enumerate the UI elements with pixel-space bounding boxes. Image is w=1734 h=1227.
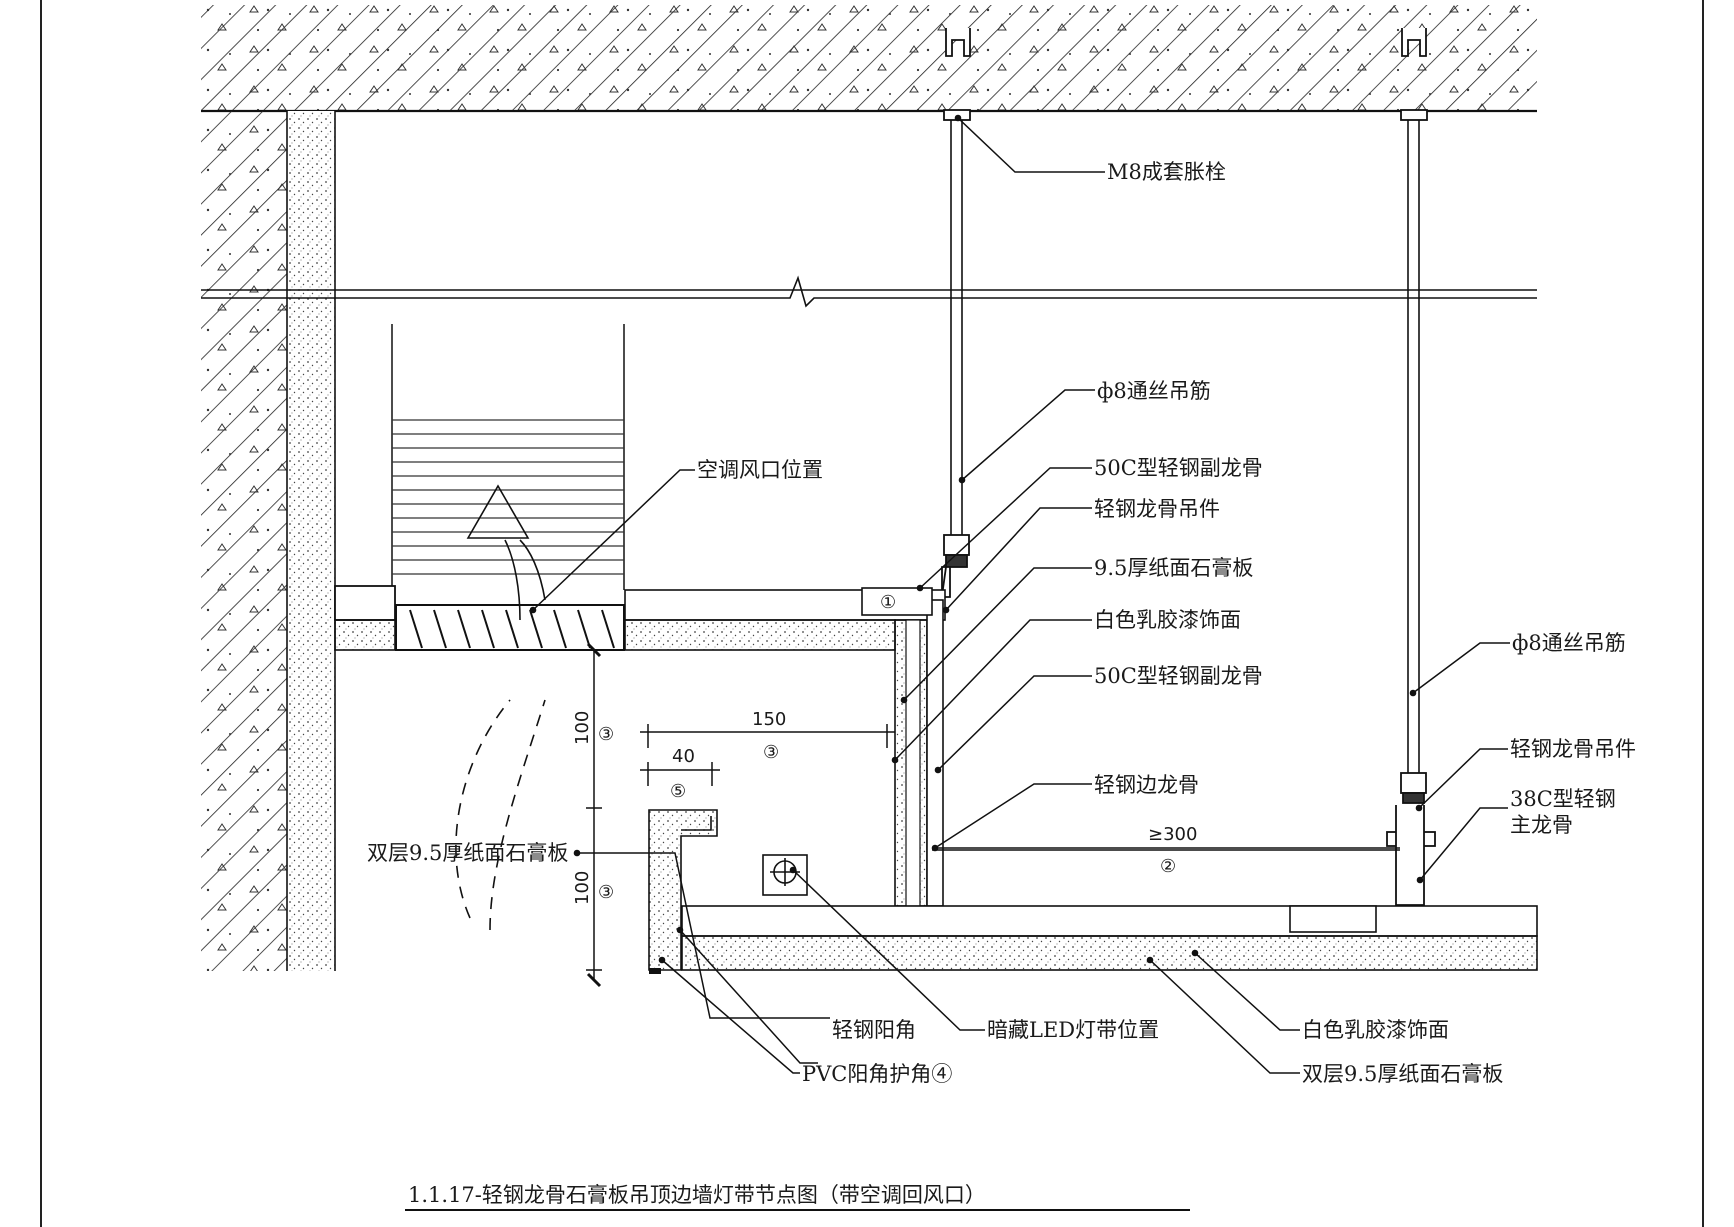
hanger-rod-left xyxy=(950,120,963,535)
vent-louvre xyxy=(529,609,543,649)
label-sub-keel-1: 50C型轻钢副龙骨 xyxy=(1094,456,1263,480)
ac-vent-grille xyxy=(395,604,625,651)
label-hanger-1: 轻钢龙骨吊件 xyxy=(1094,497,1220,521)
dim-150: 150 xyxy=(752,709,786,730)
dim-300: ≥300 xyxy=(1148,824,1197,845)
label-gypsum-95: 9.5厚纸面石膏板 xyxy=(1094,556,1253,580)
dim-100-top: 100 xyxy=(572,711,593,745)
light-trough xyxy=(648,809,718,974)
vent-louvre xyxy=(409,609,423,649)
drawing-title: 1.1.17-轻钢龙骨石膏板吊顶边墙灯带节点图（带空调回风口） xyxy=(408,1183,986,1207)
marker-3c: ③ xyxy=(598,882,614,903)
vent-louvre xyxy=(433,609,447,649)
marker-1: ① xyxy=(880,592,896,613)
marker-1-box: ① xyxy=(861,587,933,616)
marker-5: ⑤ xyxy=(670,781,686,802)
ac-duct-fins xyxy=(392,419,624,575)
vent-louvre xyxy=(505,609,519,649)
led-fixture xyxy=(762,854,808,896)
label-double-gypsum-left: 双层9.5厚纸面石膏板 xyxy=(367,841,568,865)
marker-2: ② xyxy=(1160,856,1176,877)
dimension-lines xyxy=(586,642,1400,988)
label-edge-keel: 轻钢边龙骨 xyxy=(1094,773,1199,797)
dim-100-bottom: 100 xyxy=(572,871,593,905)
label-rod-2: ф8通丝吊筋 xyxy=(1512,631,1626,655)
break-line xyxy=(201,275,1537,308)
airflow-arrows xyxy=(455,484,546,931)
vent-frame xyxy=(395,604,625,651)
vent-louvre xyxy=(577,609,591,649)
ac-return-duct xyxy=(391,324,625,590)
label-rod-1: ф8通丝吊筋 xyxy=(1097,379,1211,403)
label-pvc-corner: PVC阳角护角④ xyxy=(802,1062,952,1086)
dim-40: 40 xyxy=(672,746,695,767)
label-main-keel-b: 主龙骨 xyxy=(1510,813,1573,837)
concrete-slab xyxy=(201,5,1537,113)
label-led-position: 暗藏LED灯带位置 xyxy=(987,1018,1159,1042)
label-latex-2: 白色乳胶漆饰面 xyxy=(1302,1018,1449,1042)
hanger-fitting-right xyxy=(1386,772,1436,906)
vent-louvre xyxy=(457,609,471,649)
label-sub-keel-2: 50C型轻钢副龙骨 xyxy=(1094,664,1263,688)
vent-louvre xyxy=(553,609,567,649)
lower-ceiling-board xyxy=(681,849,1538,971)
marker-3b: ③ xyxy=(763,742,779,763)
label-latex-1: 白色乳胶漆饰面 xyxy=(1094,608,1241,632)
upper-ceiling-board xyxy=(334,585,946,651)
masonry-wall xyxy=(201,111,336,971)
leader-lines xyxy=(529,114,1510,1074)
label-steel-corner: 轻钢阳角 xyxy=(832,1018,916,1042)
hanger-rod-right xyxy=(1407,120,1420,773)
marker-3a: ③ xyxy=(598,724,614,745)
label-hanger-2: 轻钢龙骨吊件 xyxy=(1510,737,1636,761)
label-m8-anchor: M8成套胀栓 xyxy=(1107,160,1226,184)
label-main-keel-a: 38C型轻钢 xyxy=(1510,787,1616,811)
drop-board xyxy=(894,599,944,907)
label-double-gypsum-right: 双层9.5厚纸面石膏板 xyxy=(1302,1062,1503,1086)
anchor-right xyxy=(1400,28,1428,121)
vent-louvre xyxy=(601,609,615,649)
label-ac-vent: 空调风口位置 xyxy=(697,458,823,482)
vent-louvre xyxy=(481,609,495,649)
